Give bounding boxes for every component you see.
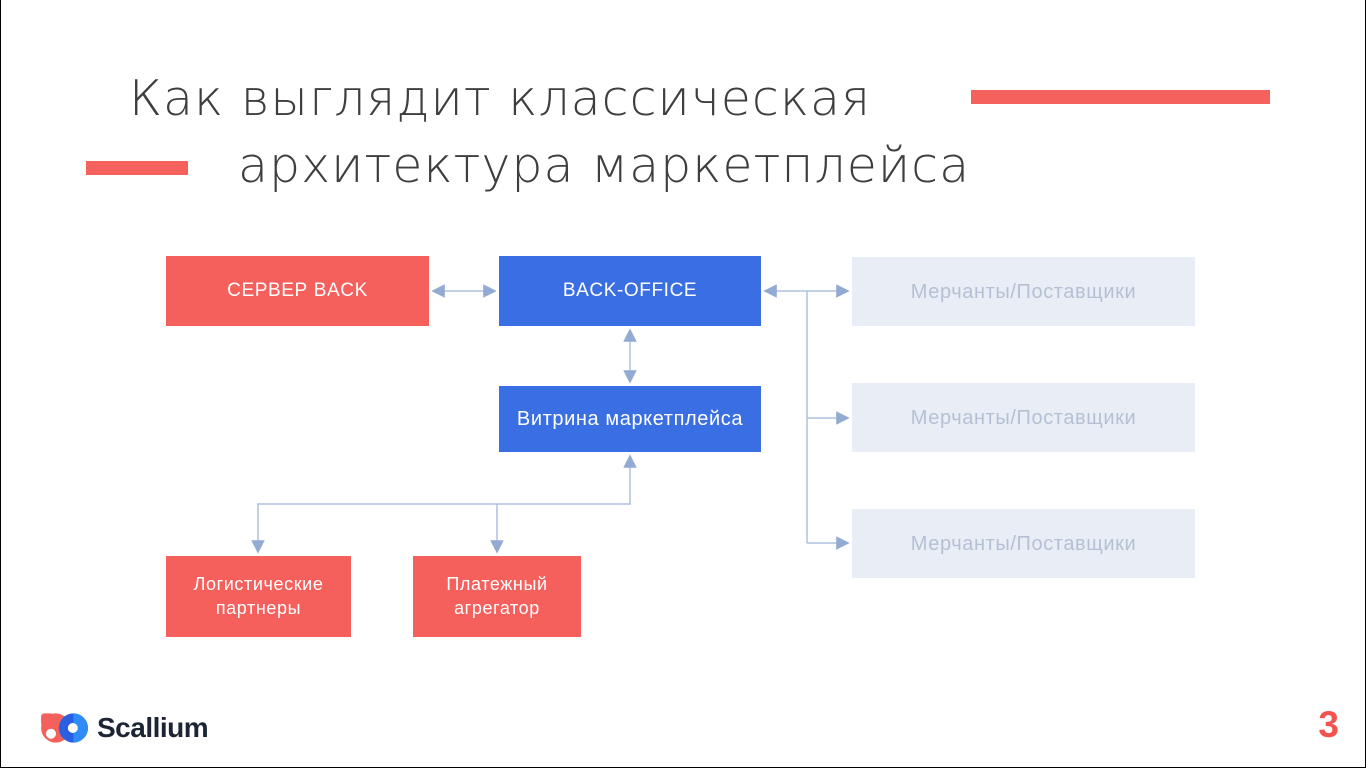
brand-name: Scallium [97,712,209,743]
node-storefront: Витрина маркетплейса [499,386,761,452]
node-merchants-3: Мерчанты/Поставщики [852,509,1195,578]
node-merchants-1: Мерчанты/Поставщики [852,257,1195,326]
title-line-1: Как выглядит классическая [129,70,871,127]
scallium-logo-icon [41,713,88,743]
title-accent-bar-left [86,161,188,175]
node-back-office: BACK-OFFICE [499,256,761,326]
brand-logo: Scallium [39,708,209,748]
title-accent-bar-right [971,90,1270,104]
node-merchants-2: Мерчанты/Поставщики [852,383,1195,452]
node-server-back: СЕРВЕР BACK [166,256,429,326]
node-payment-aggregator: Платежный агрегатор [413,556,581,637]
node-logistics-partners: Логистические партнеры [166,556,351,637]
title-line-2: архитектура маркетплейса [238,137,971,194]
page-number: 3 [1318,704,1339,745]
